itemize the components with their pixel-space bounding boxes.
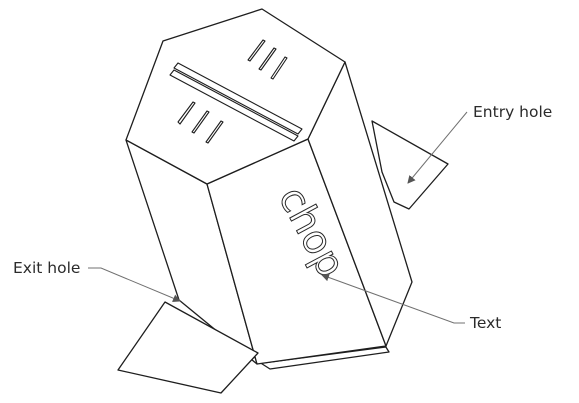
top-slots [169,39,303,144]
text-label: Text [469,314,501,332]
entry-hole-leader [407,111,468,184]
slot-group-lower-left [177,101,224,144]
entry-hole-label: Entry hole [473,103,552,121]
exit-flap [117,301,259,394]
exit-hole-leader [88,267,181,302]
slot-group-upper-right [247,39,288,80]
long-slots [169,62,303,142]
text-leader [321,273,465,324]
exit-hole-label: Exit hole [13,259,80,277]
entry-flap [371,120,449,210]
